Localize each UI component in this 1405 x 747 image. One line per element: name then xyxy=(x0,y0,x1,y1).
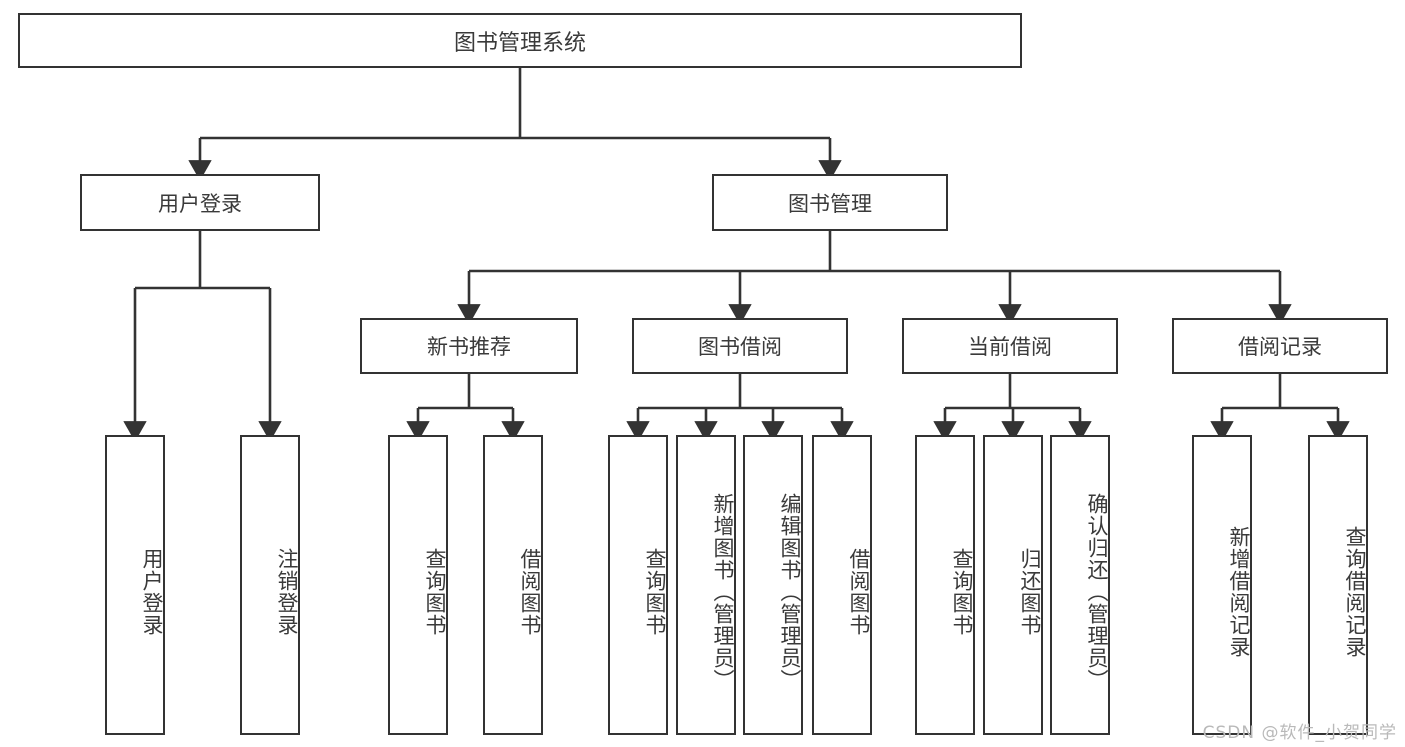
leaf-borrow-books-recommendation[interactable]: 借阅图书 xyxy=(483,435,543,735)
node-current-borrowing[interactable]: 当前借阅 xyxy=(902,318,1118,374)
leaf-edit-book-admin[interactable]: 编辑图书（管理员） xyxy=(743,435,803,735)
leaf-return-books[interactable]: 归还图书 xyxy=(983,435,1043,735)
node-label: 借阅记录 xyxy=(1238,335,1322,359)
node-borrowing-records[interactable]: 借阅记录 xyxy=(1172,318,1388,374)
node-label: 当前借阅 xyxy=(968,335,1052,359)
node-new-book-recommendation[interactable]: 新书推荐 xyxy=(360,318,578,374)
node-label: 注销登录 xyxy=(275,548,299,636)
node-label: 新增借阅记录 xyxy=(1227,526,1251,658)
node-label: 归还图书 xyxy=(1018,548,1042,636)
node-user-login[interactable]: 用户登录 xyxy=(80,174,320,231)
node-label: 查询图书 xyxy=(423,548,447,636)
node-label: 借阅图书 xyxy=(518,548,542,636)
node-label: 编辑图书（管理员） xyxy=(778,493,802,691)
node-book-borrowing[interactable]: 图书借阅 xyxy=(632,318,848,374)
node-label: 借阅图书 xyxy=(847,548,871,636)
leaf-add-book-admin[interactable]: 新增图书（管理员） xyxy=(676,435,736,735)
node-label: 用户登录 xyxy=(158,191,242,216)
node-root-book-management-system[interactable]: 图书管理系统 xyxy=(18,13,1022,68)
node-label: 查询图书 xyxy=(950,548,974,636)
node-label: 查询借阅记录 xyxy=(1343,526,1367,658)
node-book-management[interactable]: 图书管理 xyxy=(712,174,948,231)
leaf-add-borrowing-record[interactable]: 新增借阅记录 xyxy=(1192,435,1252,735)
csdn-watermark: CSDN @软件_小贺同学 xyxy=(1202,723,1397,743)
node-label: 用户登录 xyxy=(140,548,164,636)
leaf-query-books-borrowing[interactable]: 查询图书 xyxy=(608,435,668,735)
leaf-confirm-return-admin[interactable]: 确认归还（管理员） xyxy=(1050,435,1110,735)
node-label: 图书管理 xyxy=(788,191,872,216)
leaf-query-books-recommendation[interactable]: 查询图书 xyxy=(388,435,448,735)
leaf-user-login[interactable]: 用户登录 xyxy=(105,435,165,735)
leaf-query-books-current[interactable]: 查询图书 xyxy=(915,435,975,735)
node-label: 新书推荐 xyxy=(427,335,511,359)
node-label: 图书借阅 xyxy=(698,335,782,359)
leaf-logout[interactable]: 注销登录 xyxy=(240,435,300,735)
node-label: 查询图书 xyxy=(643,548,667,636)
leaf-query-borrowing-record[interactable]: 查询借阅记录 xyxy=(1308,435,1368,735)
node-label: 图书管理系统 xyxy=(453,30,586,56)
leaf-borrow-books[interactable]: 借阅图书 xyxy=(812,435,872,735)
node-label: 确认归还（管理员） xyxy=(1085,493,1109,691)
node-label: 新增图书（管理员） xyxy=(711,493,735,691)
